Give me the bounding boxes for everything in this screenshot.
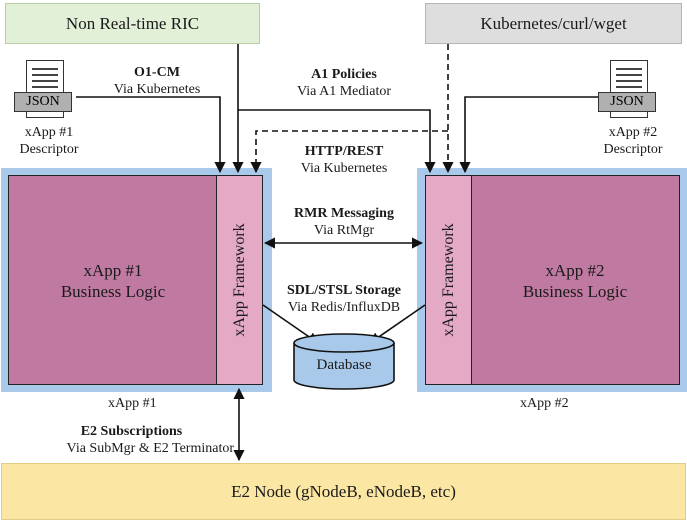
xapp2-descriptor-arrow [459,96,598,174]
a1-policies-arrow [238,109,436,174]
o1-cm-arrow [76,96,226,174]
xapp1-business-logic [8,175,218,385]
e2-node-box: E2 Node (gNodeB, eNodeB, etc) [1,463,686,520]
xapp1-json-document-icon: JSON [12,60,76,122]
kubernetes-box: Kubernetes/curl/wget [425,3,682,44]
xapp1-descriptor-label: xApp #1 Descriptor [19,125,79,157]
xapp1-framework: xApp Framework [216,175,263,385]
xapp2-json-document-icon: JSON [596,60,660,122]
xapp1-caption: xApp #1 [108,396,157,411]
database-label: Database [316,357,372,373]
xapp2-caption: xApp #2 [520,396,569,411]
xapp2-descriptor-label: xApp #2 Descriptor [603,125,663,157]
xapp2-framework: xApp Framework [425,175,472,385]
database-cylinder [293,333,395,390]
xapp1-business-label: xApp #1 Business Logic [60,261,166,301]
non-rt-ric-box: Non Real-time RIC [5,3,260,44]
e2-subscriptions-label: E2 Subscriptions Via SubMgr & E2 Termina… [66,424,234,456]
http-rest-arrow-xapp1 [250,130,448,174]
xapp2-business-logic [470,175,680,385]
xapp2-business-label: xApp #2 Business Logic [522,261,628,301]
